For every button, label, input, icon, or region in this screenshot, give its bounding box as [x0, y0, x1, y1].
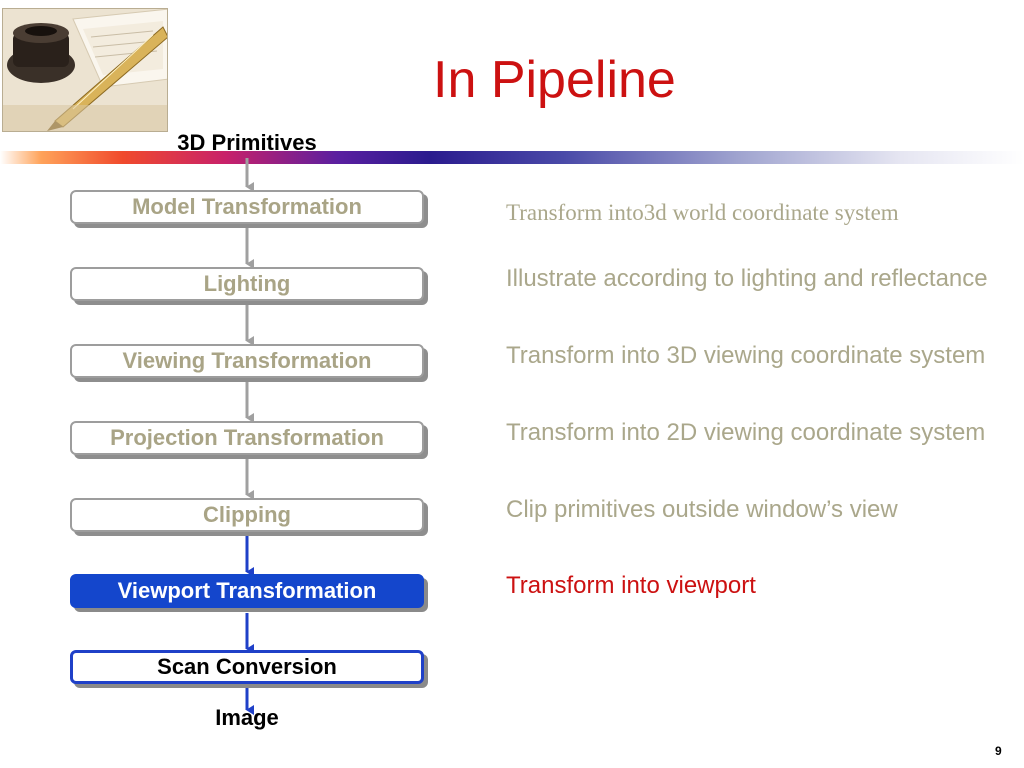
description-clipping: Clip primitives outside window’s view — [506, 496, 898, 523]
stage-scan-conversion: Scan Conversion — [70, 650, 424, 684]
slide-title: In Pipeline — [433, 51, 676, 109]
description-projection-transformation: Transform into 2D viewing coordinate sys… — [506, 419, 986, 446]
pipeline-output-label: Image — [215, 705, 279, 730]
stage-viewport-transformation: Viewport Transformation — [70, 574, 424, 608]
pipeline-input-label: 3D Primitives — [177, 130, 317, 155]
stage-clipping: Clipping — [70, 498, 424, 532]
stage-viewing-transformation: Viewing Transformation — [70, 344, 424, 378]
description-lighting: Illustrate according to lighting and ref… — [506, 265, 988, 292]
description-model-transformation: Transform into3d world coordinate system — [506, 200, 899, 225]
pen-and-inkwell-photo — [2, 8, 168, 132]
page-number: 9 — [995, 744, 1002, 758]
description-viewing-transformation: Transform into 3D viewing coordinate sys… — [506, 342, 986, 369]
stage-lighting: Lighting — [70, 267, 424, 301]
description-viewport-transformation: Transform into viewport — [506, 572, 756, 599]
gradient-divider — [0, 151, 1024, 164]
stage-model-transformation: Model Transformation — [70, 190, 424, 224]
stage-projection-transformation: Projection Transformation — [70, 421, 424, 455]
